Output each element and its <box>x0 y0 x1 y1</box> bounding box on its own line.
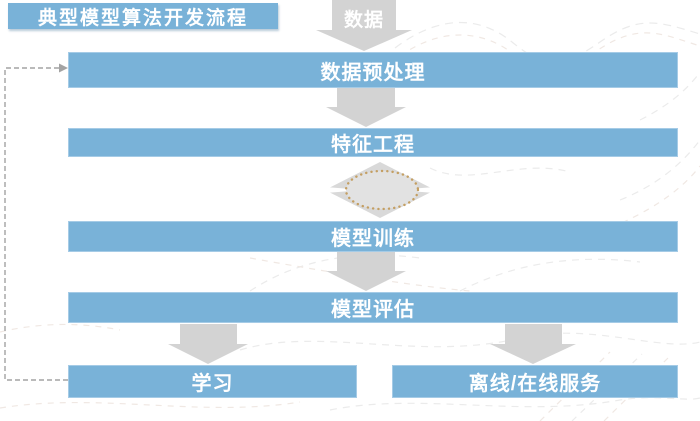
feedback-arrowhead-icon <box>59 63 68 73</box>
stage-label: 模型训练 <box>331 228 415 250</box>
data-input-text: 数据 <box>343 9 384 31</box>
terminal-box-offline-online-serving: 离线/在线服务 <box>392 365 678 398</box>
title-badge: 典型模型算法开发流程 <box>8 3 278 29</box>
terminal-box-learning: 学习 <box>68 365 357 398</box>
dotted-ellipse-icon <box>344 169 420 211</box>
down-arrow-icon-to-learning <box>168 324 248 364</box>
terminal-label: 学习 <box>191 373 234 395</box>
page-title: 典型模型算法开发流程 <box>37 7 248 29</box>
stage-box-feature-engineering: 特征工程 <box>68 128 678 157</box>
diamond-left-notch <box>325 187 364 193</box>
iteration-diamond <box>325 162 435 218</box>
data-input-label: 数据 <box>316 5 412 31</box>
down-arrow-icon-to-serving <box>490 324 576 364</box>
stage-box-model-training: 模型训练 <box>68 221 678 252</box>
down-arrow-icon-preprocess-to-feature <box>326 88 406 127</box>
stage-label: 模型评估 <box>331 299 415 321</box>
stage-box-data-preprocessing: 数据预处理 <box>68 52 678 88</box>
diamond-right-notch <box>396 187 435 193</box>
stage-box-model-evaluation: 模型评估 <box>68 292 678 323</box>
stage-label: 数据预处理 <box>320 61 426 84</box>
down-arrow-icon-training-to-evaluation <box>326 252 406 291</box>
iteration-loop-icon <box>325 162 435 218</box>
terminal-label: 离线/在线服务 <box>468 373 602 395</box>
stage-label: 特征工程 <box>331 134 415 156</box>
feedback-dashed-connector <box>4 63 68 381</box>
